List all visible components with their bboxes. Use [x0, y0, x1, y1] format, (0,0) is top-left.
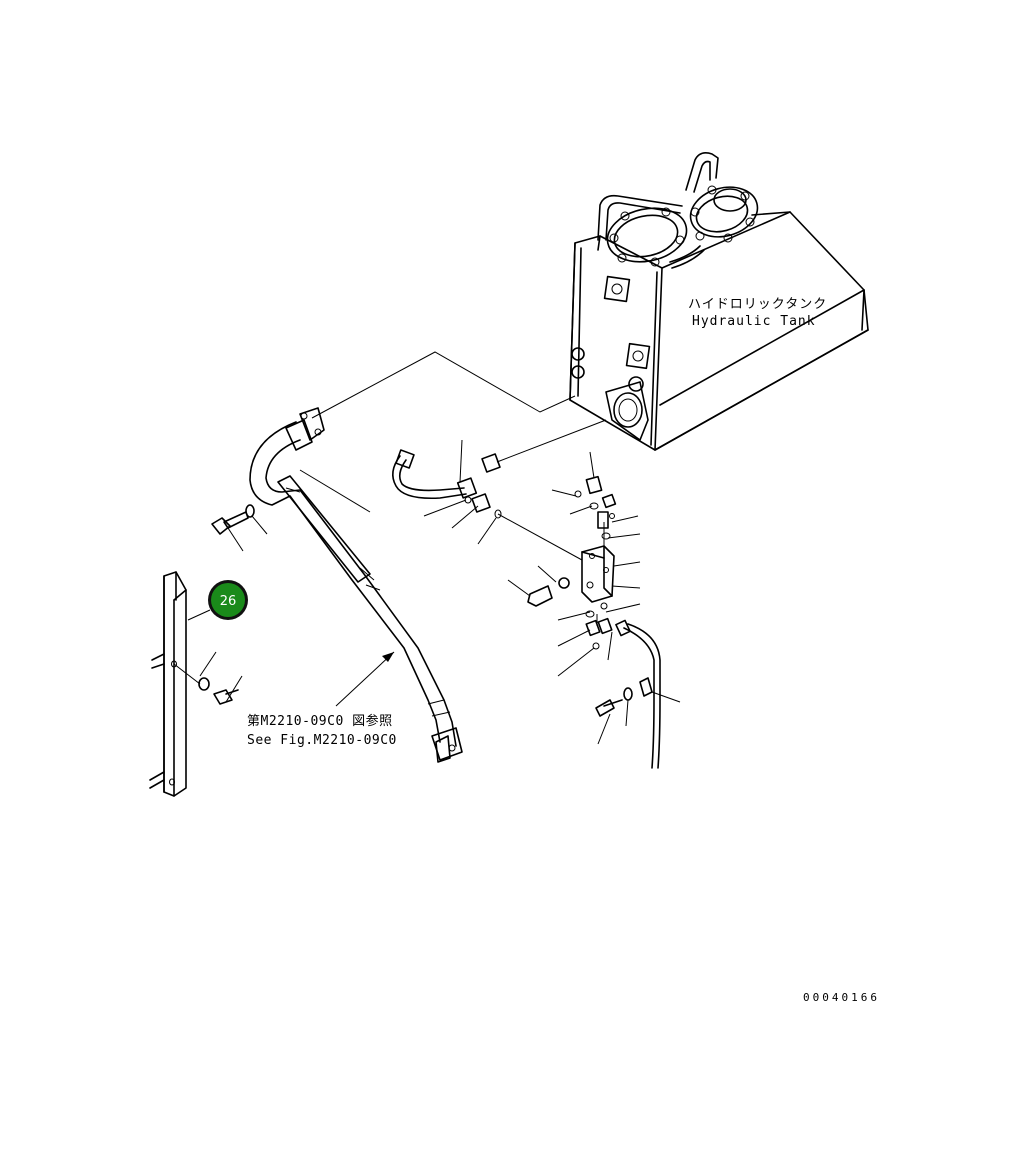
drawing-number: 00040166	[803, 991, 880, 1004]
suction-hose	[249, 407, 463, 763]
reference-label-jp: 第M2210-09C0 図参照	[247, 713, 393, 729]
bolt-washer-left	[211, 504, 255, 535]
reference-arrow	[335, 651, 395, 707]
leader-lines	[187, 439, 681, 745]
drain-hose	[392, 419, 607, 519]
hydraulic-tank	[569, 152, 869, 451]
small-hose	[595, 619, 661, 769]
tank-label-jp: ハイドロリックタンク	[688, 297, 827, 312]
tank-label-en: Hydraulic Tank	[692, 314, 816, 329]
callout-number: 26	[220, 594, 237, 609]
valve-block	[497, 475, 617, 650]
reference-label-en: See Fig.M2210-09C0	[247, 733, 397, 748]
callout-26-button[interactable]: 26	[208, 580, 248, 620]
bracket	[149, 571, 239, 797]
